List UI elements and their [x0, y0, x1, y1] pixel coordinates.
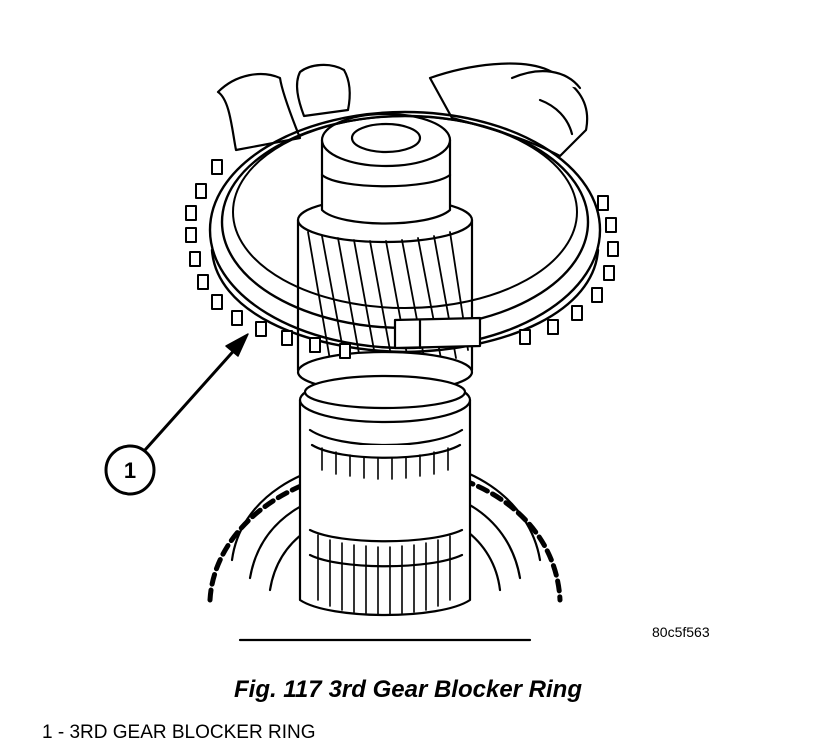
blocker-ring-illustration: [104, 62, 619, 642]
caption-number: Fig. 117: [233, 676, 322, 703]
figure-id-code: 80c5f563: [652, 624, 710, 640]
legend-number: 1: [42, 722, 53, 743]
legend-item-1: 1 - 3RD GEAR BLOCKER RING: [42, 722, 315, 744]
legend-separator: -: [52, 722, 70, 743]
hand-drawing: [216, 62, 589, 158]
callout-circle: [104, 444, 156, 496]
callout-number-1: 1: [123, 458, 137, 483]
shaft-lower-drawing: [298, 376, 472, 617]
blocker-ring-drawing: [185, 110, 619, 359]
helical-gear-drawing: [296, 196, 474, 410]
shaft-hub-drawing: [320, 112, 452, 225]
caption-title: 3rd Gear Blocker Ring: [328, 676, 582, 703]
callout-arrow: [143, 333, 249, 452]
legend-text: 3RD GEAR BLOCKER RING: [69, 722, 316, 743]
ring-teeth: [185, 159, 619, 359]
